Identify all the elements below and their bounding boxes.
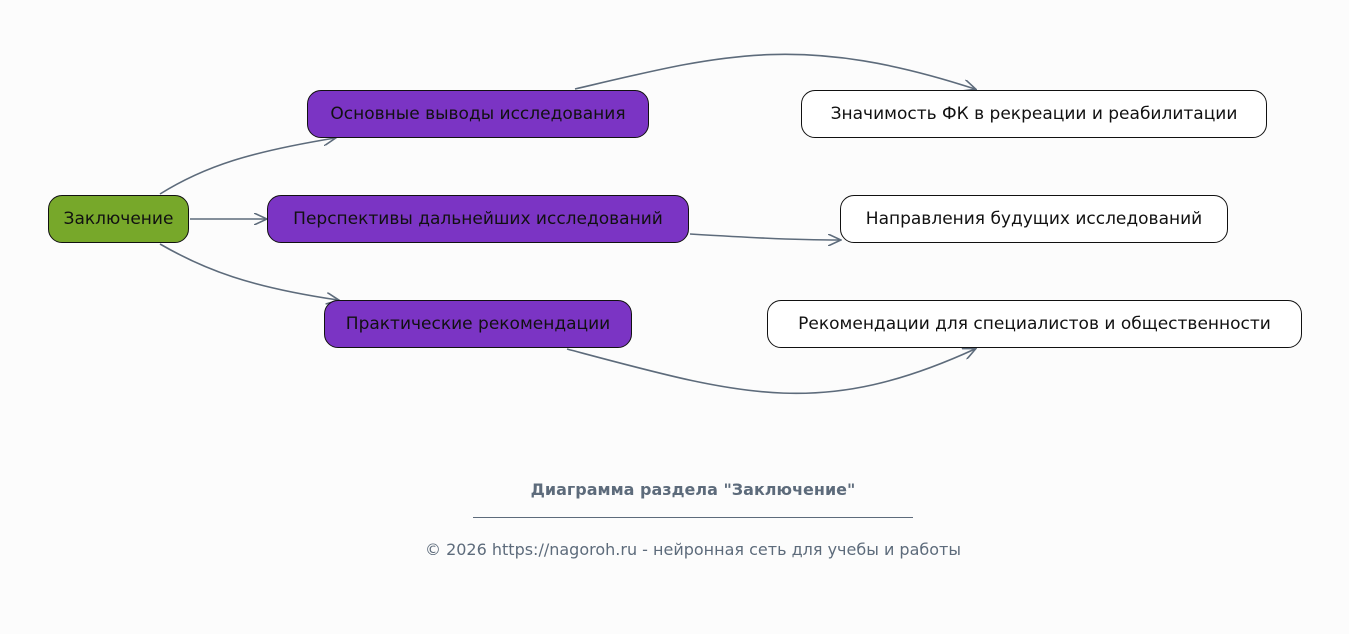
- node-practical-recommendations-label: Практические рекомендации: [345, 314, 611, 334]
- node-significance-label: Значимость ФК в рекреации и реабилитации: [830, 104, 1238, 124]
- node-future-directions: Направления будущих исследований: [840, 195, 1228, 243]
- edge-perspectives-to-directions: [689, 233, 840, 240]
- edge-root-to-conclusions: [159, 138, 335, 195]
- node-main-conclusions-label: Основные выводы исследования: [330, 104, 626, 124]
- node-conclusion-root: Заключение: [48, 195, 189, 243]
- copyright-footer: © 2026 https://nagoroh.ru - нейронная се…: [424, 540, 961, 559]
- edge-root-to-recommendations: [159, 243, 338, 300]
- node-specialist-recommendations: Рекомендации для специалистов и обществе…: [767, 300, 1302, 348]
- node-future-perspectives: Перспективы дальнейших исследований: [267, 195, 689, 243]
- node-future-directions-label: Направления будущих исследований: [865, 209, 1203, 229]
- edge-conclusions-to-significance: [574, 53, 975, 89]
- node-significance: Значимость ФК в рекреации и реабилитации: [801, 90, 1267, 138]
- diagram-caption-title: Диаграмма раздела "Заключение": [530, 480, 856, 499]
- node-future-perspectives-label: Перспективы дальнейших исследований: [293, 209, 663, 229]
- node-specialist-recommendations-label: Рекомендации для специалистов и обществе…: [798, 314, 1271, 334]
- node-practical-recommendations: Практические рекомендации: [324, 300, 632, 348]
- node-main-conclusions: Основные выводы исследования: [307, 90, 649, 138]
- caption-divider: [473, 517, 913, 518]
- node-conclusion-root-label: Заключение: [63, 209, 174, 229]
- edge-recommendations-to-specialists: [566, 349, 975, 395]
